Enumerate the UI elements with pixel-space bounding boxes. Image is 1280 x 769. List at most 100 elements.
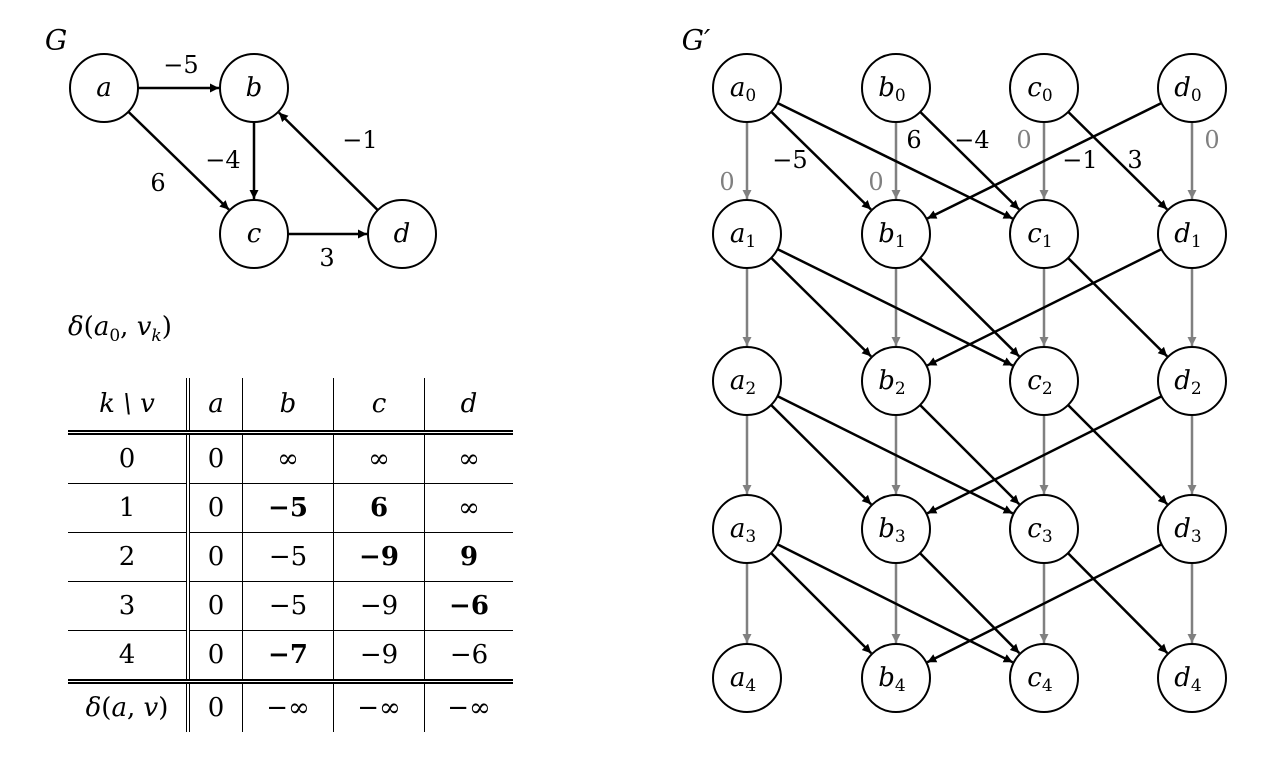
node-circle — [69, 53, 139, 123]
node-circle — [1157, 494, 1227, 564]
final-d: −∞ — [424, 681, 513, 732]
cell-c: ∞ — [333, 432, 425, 484]
node-label: a3 — [730, 514, 756, 547]
node-b4: b4 — [861, 643, 931, 713]
node-label: b — [246, 73, 263, 103]
cell-d: 9 — [424, 532, 513, 582]
node-circle — [861, 53, 931, 123]
cell-k: 4 — [68, 630, 188, 684]
weight-label-a0-c1: 6 — [906, 126, 921, 154]
edge-c2-d3 — [1067, 404, 1169, 506]
node-b2: b2 — [861, 346, 931, 416]
node-d: d — [367, 199, 437, 269]
edge-a1-b2 — [770, 256, 872, 358]
header-c: c — [333, 378, 425, 435]
node-circle — [1157, 643, 1227, 713]
node-b: b — [219, 53, 289, 123]
node-d2: d2 — [1157, 346, 1227, 416]
final-label: δ(a, v) — [85, 693, 169, 723]
cell-c: −9 — [333, 532, 425, 582]
edge-weight-d-b: −1 — [342, 126, 377, 154]
graph-g-prime-label: G′ — [682, 24, 711, 57]
zero-weight-label-a: 0 — [719, 168, 734, 196]
node-circle — [1009, 53, 1079, 123]
node-b0: b0 — [861, 53, 931, 123]
node-circle — [1157, 199, 1227, 269]
edge-a0-b1 — [770, 110, 872, 211]
edge-d0-b1 — [926, 101, 1163, 220]
node-circle — [1157, 53, 1227, 123]
weight-label-b0-c1: −4 — [954, 126, 989, 154]
cell-k: 3 — [68, 581, 188, 631]
edge-c0-d1 — [1067, 110, 1168, 211]
node-circle — [712, 199, 782, 269]
final-b: −∞ — [242, 681, 334, 732]
cell-d: −6 — [424, 581, 513, 631]
node-label: d — [394, 219, 411, 249]
node-b1: b1 — [861, 199, 931, 269]
edge-b1-c2 — [919, 257, 1021, 358]
cell-a: 0 — [186, 432, 243, 484]
cell-k: 1 — [68, 483, 188, 533]
node-a: a — [69, 53, 139, 123]
cell-d: ∞ — [424, 432, 513, 484]
node-b3: b3 — [861, 494, 931, 564]
node-circle — [712, 53, 782, 123]
node-label: c — [247, 219, 262, 249]
zero-weight-label-c: 0 — [1016, 126, 1031, 154]
graph-g-label: G — [45, 24, 67, 57]
cell-b: −5 — [242, 483, 334, 533]
node-a4: a4 — [712, 643, 782, 713]
cell-d: ∞ — [424, 483, 513, 533]
cell-b: −5 — [242, 581, 334, 631]
cell-c: −9 — [333, 630, 425, 684]
node-label: a1 — [730, 219, 756, 252]
node-circle — [712, 643, 782, 713]
node-circle — [1009, 494, 1079, 564]
header-b: b — [242, 378, 334, 435]
node-d3: d3 — [1157, 494, 1227, 564]
node-circle — [219, 53, 289, 123]
node-circle — [861, 643, 931, 713]
edge-d3-b4 — [926, 543, 1163, 664]
node-label: a — [96, 73, 112, 103]
node-circle — [861, 494, 931, 564]
final-a: 0 — [186, 681, 243, 732]
edge-c1-d2 — [1067, 257, 1169, 358]
edge-a0-c1 — [776, 101, 1014, 220]
edge-d1-b2 — [926, 248, 1163, 367]
node-a2: a2 — [712, 346, 782, 416]
cell-a: 0 — [186, 581, 243, 631]
edge-b0-c1 — [919, 110, 1020, 211]
edge-a2-b3 — [770, 404, 873, 506]
cell-a: 0 — [186, 483, 243, 533]
cell-a: 0 — [186, 532, 243, 582]
cell-b: −7 — [242, 630, 334, 684]
table-final-row: δ(a, v) 0 −∞ −∞ −∞ — [68, 681, 513, 732]
zero-weight-label-d: 0 — [1204, 126, 1219, 154]
header-kv: k \ v — [68, 378, 188, 435]
cell-k: 0 — [68, 432, 188, 484]
node-circle — [861, 346, 931, 416]
edge-b2-c3 — [919, 404, 1021, 506]
edge-a1-c2 — [776, 247, 1014, 367]
edge-a2-c3 — [776, 395, 1014, 515]
node-circle — [712, 494, 782, 564]
edge-a-c — [127, 110, 230, 211]
node-a3: a3 — [712, 494, 782, 564]
header-a: a — [186, 378, 243, 435]
cell-b: ∞ — [242, 432, 334, 484]
node-c: c — [219, 199, 289, 269]
edge-weight-a-b: −5 — [163, 51, 198, 79]
node-d0: d0 — [1157, 53, 1227, 123]
node-label: d4 — [1174, 663, 1201, 696]
node-d1: d1 — [1157, 199, 1227, 269]
table-caption: δ(a0, vk) — [68, 312, 172, 347]
node-c1: c1 — [1009, 199, 1079, 269]
